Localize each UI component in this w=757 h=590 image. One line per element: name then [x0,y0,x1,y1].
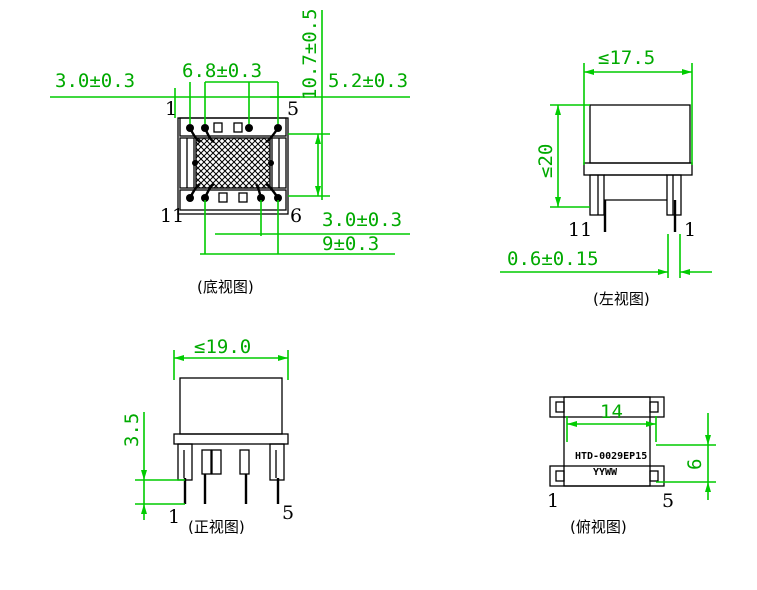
dim-center-width: 6.8±0.3 [182,60,262,82]
front-pin-label-1: 1 [168,506,180,528]
dim-left-view-width: ≤17.5 [598,47,655,69]
dim-left-view-height: ≤20 [535,144,557,178]
dim-left-offset: 3.0±0.3 [55,70,135,92]
dim-vertical-length: 10.7±0.5 [299,8,321,100]
pin-label-1: 1 [165,98,177,120]
left-view-dimensions [500,63,712,278]
dim-front-view-width: ≤19.0 [194,336,251,358]
bottom-view: 3.0±0.3 6.8±0.3 5.2±0.3 10.7±0.5 3.0±0.3… [50,8,410,296]
top-view-dimensions [566,413,716,500]
caption-left-view: (左视图) [593,290,650,308]
bottom-view-bottom-pins [186,182,282,203]
dim-pin-thickness: 0.6±0.15 [507,248,599,270]
front-view-dimensions [135,350,289,520]
core-hatch [195,137,271,189]
bottom-view-top-pins [186,122,282,144]
caption-front-view: (正视图) [188,518,245,536]
dim-pin-pitch: 3.0±0.3 [322,209,402,231]
left-view-body [589,104,691,164]
date-code-marking: YYWW [593,467,618,478]
front-view-body [179,377,283,435]
dim-top-view-height: 6 [684,459,706,470]
top-view-body [563,396,651,487]
left-pin-label-1: 1 [684,219,696,241]
bottom-view-dimensions [50,10,410,255]
left-view: ≤17.5 ≤20 0.6±0.15 11 1 (左视图) [500,47,712,308]
dim-pin-length: 3.5 [121,413,143,447]
dim-top-view-width: 14 [600,401,623,423]
front-pin-label-5: 5 [282,502,294,524]
front-view-pins [183,474,280,504]
caption-bottom-view: (底视图) [197,278,254,296]
left-pin-label-11: 11 [568,219,592,241]
part-marking: HTD-0029EP15 [575,451,647,462]
dim-pin-span: 9±0.3 [322,233,379,255]
pin-label-5: 5 [287,98,299,120]
dim-right-offset: 5.2±0.3 [328,70,408,92]
top-view: HTD-0029EP15 YYWW 14 6 1 5 (俯视图) [547,396,716,536]
caption-top-view: (俯视图) [570,518,627,536]
top-pin-label-1: 1 [547,490,559,512]
pin-label-11: 11 [160,205,184,227]
front-view: ≤19.0 3.5 1 5 (正视图) [121,336,294,536]
top-pin-label-5: 5 [662,490,674,512]
pin-label-6: 6 [290,205,302,227]
